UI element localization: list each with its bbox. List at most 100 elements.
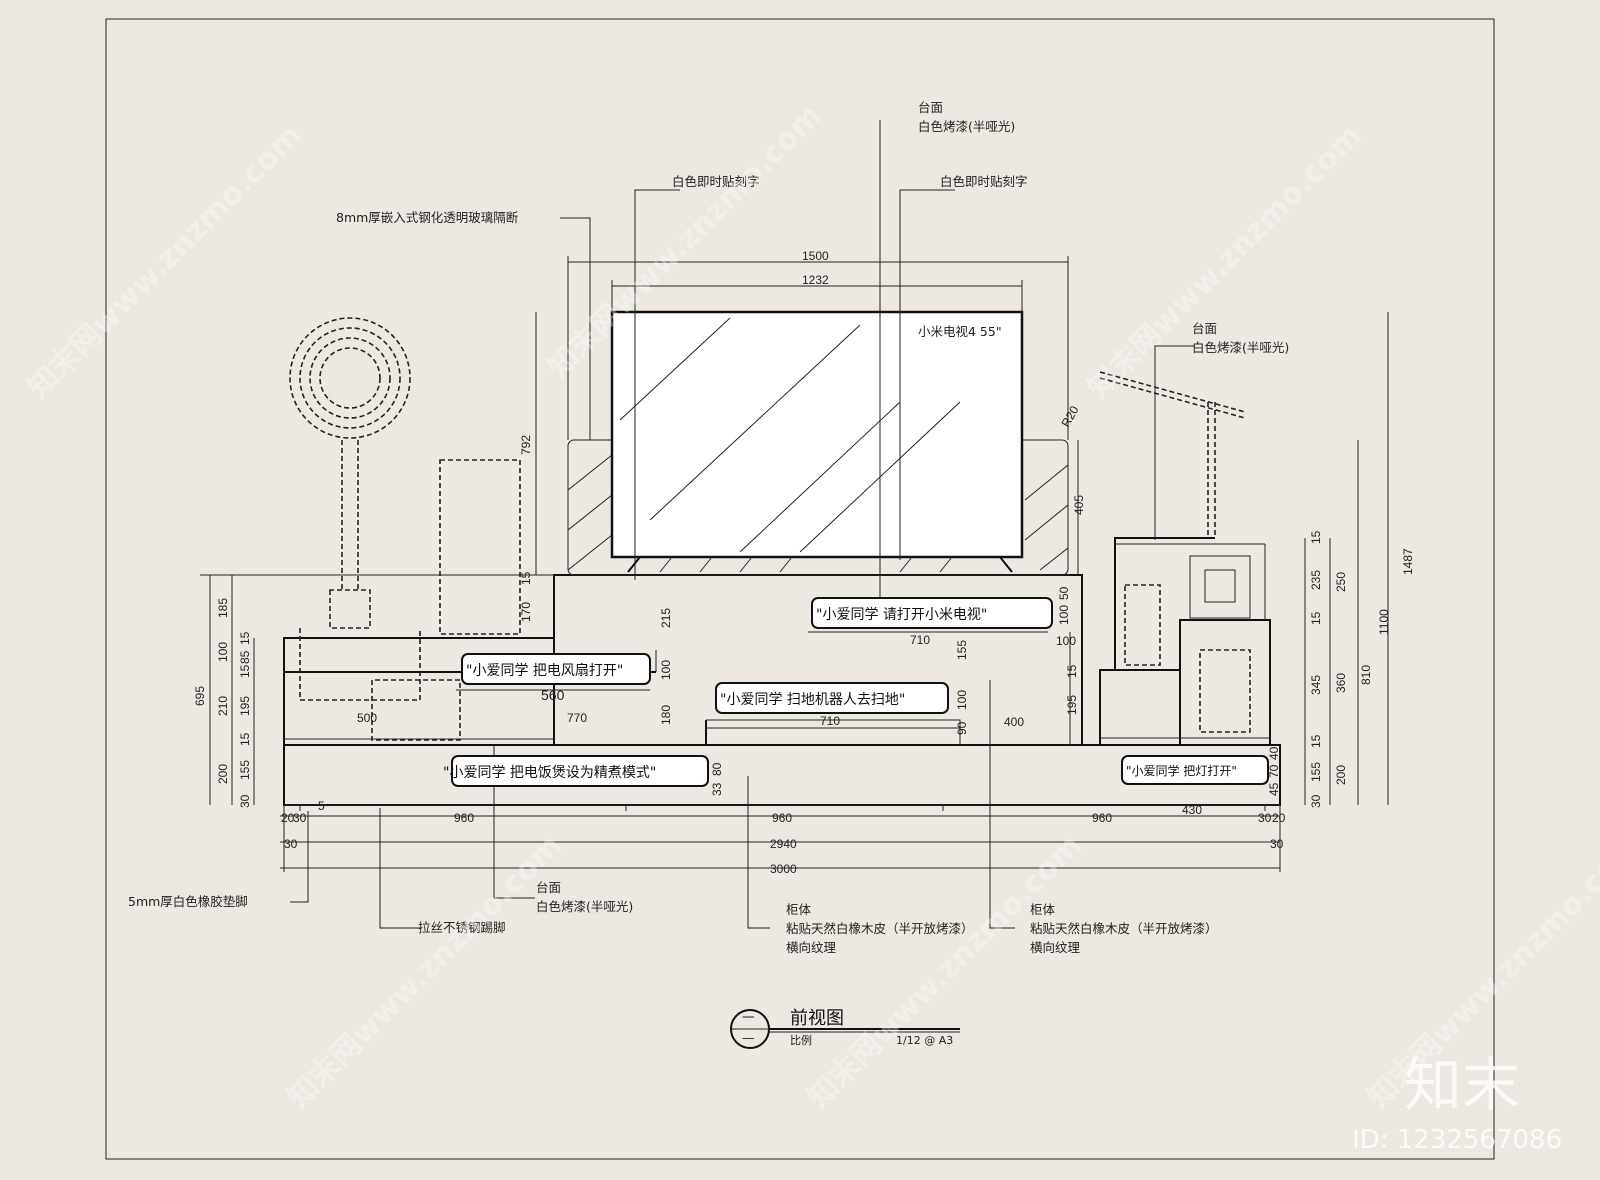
svg-text:100: 100 [1056,634,1076,648]
label-white-paint-right: 白色烤漆(半哑光) [1192,340,1289,355]
svg-text:85: 85 [238,650,252,664]
svg-text:810: 810 [1359,665,1373,685]
svg-text:100: 100 [1057,605,1071,625]
svg-text:50: 50 [1057,586,1071,600]
svg-text:1500: 1500 [802,249,829,263]
svg-text:1100: 1100 [1377,609,1391,635]
svg-text:30: 30 [293,811,307,825]
scale-value: 1/12 @ A3 [896,1034,953,1047]
svg-text:3000: 3000 [770,862,797,876]
glass-partition [567,439,1069,576]
svg-text:100: 100 [216,642,230,662]
svg-text:1232: 1232 [802,273,829,287]
label-rubber-feet: 5mm厚白色橡胶垫脚 [128,894,248,909]
svg-text:R20: R20 [1058,403,1081,429]
svg-text:345: 345 [1309,675,1323,695]
label-white-letter-right: 白色即时贴刻字 [940,174,1028,189]
svg-text:960: 960 [454,811,474,825]
svg-text:20: 20 [281,811,295,825]
svg-text:792: 792 [519,435,533,455]
svg-text:235: 235 [1309,570,1323,590]
svg-text:155: 155 [955,640,969,660]
svg-text:30: 30 [284,837,298,851]
leaders [290,120,1195,929]
title-circle-bottom: — [742,1030,755,1045]
svg-text:30: 30 [1258,811,1272,825]
svg-text:15: 15 [519,571,533,585]
bubble-tv: "小爱同学 请打开小米电视" [811,597,1053,629]
svg-text:195: 195 [1065,695,1079,715]
svg-text:960: 960 [1092,811,1112,825]
label-white-letter-left: 白色即时贴刻字 [672,174,760,189]
title-circle-top: 一 [742,1010,755,1025]
svg-text:200: 200 [1334,765,1348,785]
svg-text:500: 500 [357,711,377,725]
label-cabinet1-a: 柜体 [786,902,812,917]
svg-text:430: 430 [1182,803,1202,817]
svg-text:15: 15 [1065,664,1079,678]
svg-text:155: 155 [238,760,252,780]
fan-dashed [289,317,421,701]
svg-text:15: 15 [238,631,252,645]
label-cabinet2-a: 柜体 [1030,902,1056,917]
robot-dashed [371,679,461,741]
svg-text:"小爱同学 请打开小米电视": "小爱同学 请打开小米电视" [816,606,987,623]
svg-text:80: 80 [710,762,724,776]
svg-text:知末网www.znzmo.com: 知末网www.znzmo.com [281,828,569,1116]
tv-label: 小米电视4 55" [918,324,1002,339]
label-cabinet2-c: 横向纹理 [1030,940,1081,955]
svg-text:560: 560 [541,687,565,703]
bubble-rice: "小爱同学 把电饭煲设为精煮模式" [443,755,709,787]
svg-text:"小爱同学 把灯打开": "小爱同学 把灯打开" [1126,763,1237,778]
svg-text:30: 30 [238,794,252,808]
svg-text:40: 40 [1267,746,1281,760]
svg-text:100: 100 [955,690,969,710]
svg-text:770: 770 [567,711,587,725]
sheet-border [105,18,1495,1160]
label-white-paint-bottom: 白色烤漆(半哑光) [536,899,633,914]
svg-text:180: 180 [659,705,673,725]
svg-text:30: 30 [1309,794,1323,808]
svg-text:695: 695 [193,686,207,706]
svg-text:15: 15 [238,664,252,678]
svg-text:960: 960 [772,811,792,825]
title-block: 一 — 前视图 比例 1/12 @ A3 [730,1008,960,1049]
svg-text:250: 250 [1334,572,1348,592]
id-watermark: ID: 1232567086 [1352,1125,1562,1155]
svg-text:30: 30 [1270,837,1284,851]
svg-text:2940: 2940 [770,837,797,851]
label-cabinet1-c: 横向纹理 [786,940,837,955]
svg-text:195: 195 [238,696,252,716]
svg-text:15: 15 [238,732,252,746]
bubble-fan: "小爱同学 把电风扇打开" [461,653,651,685]
svg-text:15: 15 [1309,611,1323,625]
svg-text:"小爱同学 扫地机器人去扫地": "小爱同学 扫地机器人去扫地" [720,692,905,708]
dimension-lines [200,256,1389,872]
svg-text:170: 170 [519,602,533,622]
svg-text:405: 405 [1072,495,1086,515]
svg-text:70: 70 [1267,764,1281,778]
svg-text:100: 100 [659,660,673,680]
svg-text:20: 20 [1272,811,1286,825]
bubble-lamp: "小爱同学 把灯打开" [1121,755,1269,785]
label-cabinet1-b: 粘贴天然白橡木皮（半开放烤漆） [786,921,974,936]
tv [610,310,1024,573]
label-cabinet2-b: 粘贴天然白橡木皮（半开放烤漆） [1030,921,1218,936]
svg-text:210: 210 [216,696,230,716]
svg-text:"小爱同学 把电饭煲设为精煮模式": "小爱同学 把电饭煲设为精煮模式" [443,764,656,781]
label-countertop-bottom: 台面 [536,880,561,895]
scale-label: 比例 [790,1033,812,1047]
svg-text:知末网www.znzmo.com: 知末网www.znzmo.com [801,828,1089,1116]
svg-text:1487: 1487 [1401,548,1415,575]
label-countertop-top: 台面 [918,100,943,115]
svg-text:45: 45 [1267,782,1281,796]
label-steel-kick: 拉丝不锈钢踢脚 [418,920,506,935]
svg-text:33: 33 [710,782,724,796]
svg-text:215: 215 [659,608,673,628]
svg-text:知末网www.znzmo.com: 知末网www.znzmo.com [21,118,309,406]
svg-text:710: 710 [910,633,930,647]
label-countertop-right: 台面 [1192,321,1217,336]
bubble-robot: "小爱同学 扫地机器人去扫地" [715,682,949,714]
svg-text:15: 15 [1309,734,1323,748]
